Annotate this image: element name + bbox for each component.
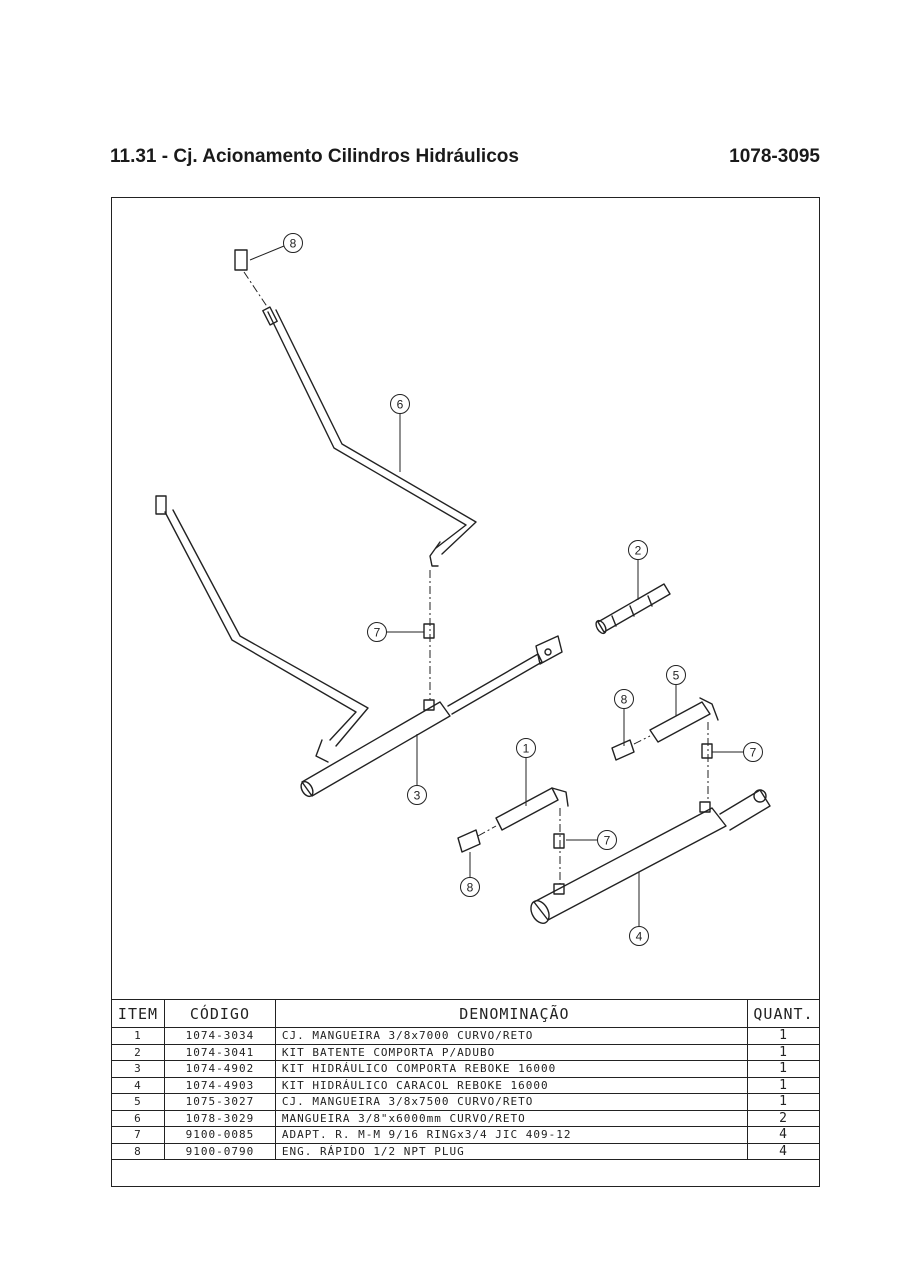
- callout-8-c: 8: [467, 881, 474, 895]
- hose-item-6: [262, 306, 477, 567]
- bumper-item-2: [595, 583, 671, 635]
- header-code: CÓDIGO: [163, 999, 276, 1028]
- cell-quantity: 1: [747, 1076, 820, 1094]
- drawing-frame: [111, 197, 820, 1187]
- cell-item: 5: [111, 1093, 165, 1111]
- table-row: 5 1075-3027 CJ. MANGUEIRA 3/8x7500 CURVO…: [111, 1093, 820, 1111]
- cell-code: 9100-0790: [163, 1142, 276, 1160]
- cell-quantity: 4: [747, 1126, 820, 1144]
- cell-item: 6: [111, 1109, 165, 1127]
- hose-item-3-hose: [164, 509, 369, 763]
- cell-code: 1074-4903: [163, 1076, 276, 1094]
- table-row: 7 9100-0085 ADAPT. R. M-M 9/16 RINGx3/4 …: [111, 1126, 820, 1144]
- part-code: 1078-3095: [729, 146, 820, 167]
- cell-code: 1074-3041: [163, 1043, 276, 1061]
- hose-item-1: [457, 787, 569, 853]
- cell-description: MANGUEIRA 3/8"x6000mm CURVO/RETO: [274, 1109, 749, 1127]
- table-row: 2 1074-3041 KIT BATENTE COMPORTA P/ADUBO…: [111, 1043, 820, 1061]
- table-header-row: ITEM CÓDIGO DENOMINAÇÃO QUANT.: [111, 999, 820, 1028]
- cylinder-item-4: [530, 789, 771, 924]
- callout-4: 4: [636, 930, 643, 944]
- cell-item: 8: [111, 1142, 165, 1160]
- cell-code: 1078-3029: [163, 1109, 276, 1127]
- cell-quantity: 1: [747, 1093, 820, 1111]
- cell-item: 3: [111, 1060, 165, 1078]
- page-title: 11.31 - Cj. Acionamento Cilindros Hidráu…: [110, 146, 519, 167]
- callout-7-a: 7: [374, 626, 381, 640]
- fitting-item-7-c: [553, 833, 565, 849]
- cell-code: 1075-3027: [163, 1093, 276, 1111]
- header-description: DENOMINAÇÃO: [274, 999, 749, 1028]
- fitting-item-8-a: [234, 249, 248, 271]
- callout-2: 2: [635, 544, 642, 558]
- cell-code: 9100-0085: [163, 1126, 276, 1144]
- callout-7-c: 7: [604, 834, 611, 848]
- cell-description: CJ. MANGUEIRA 3/8x7000 CURVO/RETO: [274, 1027, 749, 1045]
- cell-description: ADAPT. R. M-M 9/16 RINGx3/4 JIC 409-12: [274, 1126, 749, 1144]
- header-item: ITEM: [111, 999, 165, 1028]
- cell-quantity: 4: [747, 1142, 820, 1160]
- fitting-item-3-end: [155, 495, 167, 515]
- fitting-item-7-b: [701, 743, 713, 759]
- table-row: 3 1074-4902 KIT HIDRÁULICO COMPORTA REBO…: [111, 1060, 820, 1078]
- callout-3: 3: [414, 789, 421, 803]
- cell-description: KIT HIDRÁULICO CARACOL REBOKE 16000: [274, 1076, 749, 1094]
- cell-description: KIT BATENTE COMPORTA P/ADUBO: [274, 1043, 749, 1061]
- parts-table: ITEM CÓDIGO DENOMINAÇÃO QUANT. 1 1074-30…: [111, 999, 820, 1160]
- header-quantity: QUANT.: [747, 999, 820, 1028]
- cell-quantity: 1: [747, 1043, 820, 1061]
- callout-8-a: 8: [290, 237, 297, 251]
- callout-1: 1: [523, 742, 530, 756]
- cell-code: 1074-3034: [163, 1027, 276, 1045]
- cell-quantity: 1: [747, 1027, 820, 1045]
- table-row: 1 1074-3034 CJ. MANGUEIRA 3/8x7000 CURVO…: [111, 1027, 820, 1045]
- cell-item: 2: [111, 1043, 165, 1061]
- cell-quantity: 1: [747, 1060, 820, 1078]
- callout-7-b: 7: [750, 746, 757, 760]
- cell-quantity: 2: [747, 1109, 820, 1127]
- cell-item: 1: [111, 1027, 165, 1045]
- table-row: 8 9100-0790 ENG. RÁPIDO 1/2 NPT PLUG 4: [111, 1142, 820, 1160]
- cell-item: 4: [111, 1076, 165, 1094]
- cell-item: 7: [111, 1126, 165, 1144]
- callout-5: 5: [673, 669, 680, 683]
- fitting-item-7-a: [423, 623, 435, 639]
- cell-description: CJ. MANGUEIRA 3/8x7500 CURVO/RETO: [274, 1093, 749, 1111]
- table-row: 6 1078-3029 MANGUEIRA 3/8"x6000mm CURVO/…: [111, 1109, 820, 1127]
- callout-8-b: 8: [621, 693, 628, 707]
- cell-description: KIT HIDRÁULICO COMPORTA REBOKE 16000: [274, 1060, 749, 1078]
- table-row: 4 1074-4903 KIT HIDRÁULICO CARACOL REBOK…: [111, 1076, 820, 1094]
- cylinder-item-3: [300, 635, 563, 798]
- cell-description: ENG. RÁPIDO 1/2 NPT PLUG: [274, 1142, 749, 1160]
- cell-code: 1074-4902: [163, 1060, 276, 1078]
- callout-6: 6: [397, 398, 404, 412]
